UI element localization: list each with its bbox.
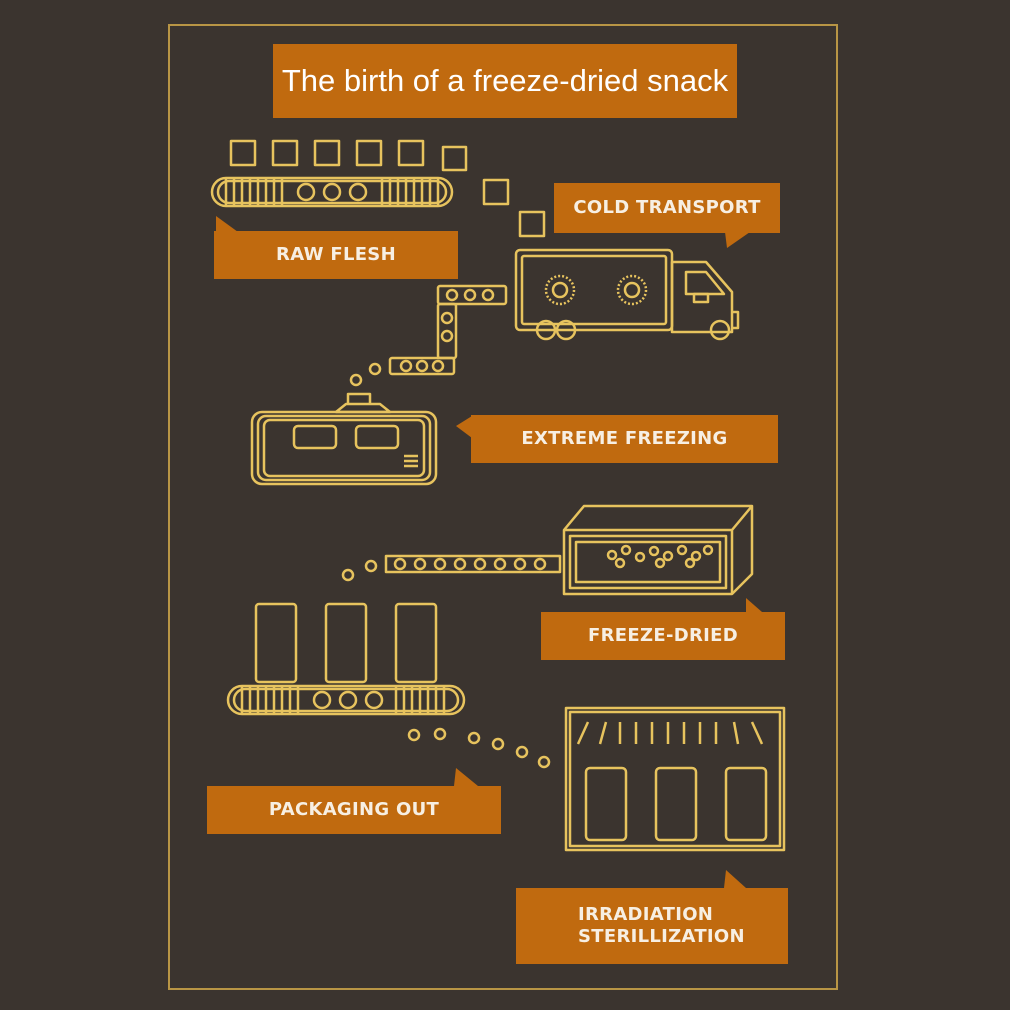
step-label-raw-flesh: RAW FLESH bbox=[214, 231, 458, 279]
step-label-packaging-out: PACKAGING OUT bbox=[207, 786, 501, 834]
label-pointers bbox=[216, 216, 762, 888]
poster-frame bbox=[168, 24, 838, 990]
drying-chamber-icon bbox=[562, 504, 754, 596]
step-label-extreme-freezing: EXTREME FREEZING bbox=[471, 415, 778, 463]
step-label-irradiation-sterilization: IRRADIATION STERILLIZATION bbox=[516, 888, 788, 964]
conveyor-icon bbox=[210, 176, 454, 208]
step-label-freeze-dried: FREEZE-DRIED bbox=[541, 612, 785, 660]
dried-conveyor-icon bbox=[341, 554, 562, 582]
page-title: The birth of a freeze-dried snack bbox=[273, 44, 737, 118]
truck-icon bbox=[514, 248, 740, 341]
step-label-cold-transport: COLD TRANSPORT bbox=[554, 183, 780, 233]
package-dots-icon bbox=[407, 727, 551, 769]
freezer-icon bbox=[250, 392, 438, 486]
package-icon bbox=[226, 602, 466, 716]
sterilization-chamber-icon bbox=[564, 706, 786, 852]
raw-cubes-icon bbox=[229, 139, 546, 238]
transfer-conveyor-icon bbox=[349, 284, 508, 387]
